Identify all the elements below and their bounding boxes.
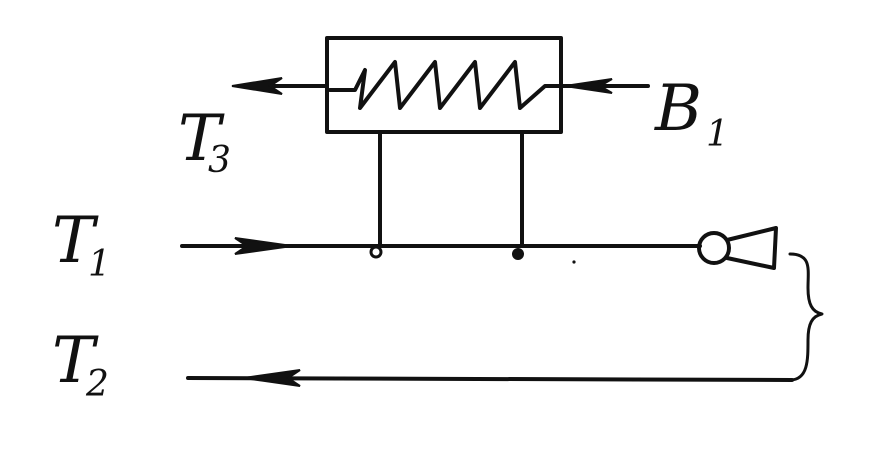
- left-junction-dot: [369, 245, 383, 259]
- t2-label: T: [52, 324, 99, 398]
- consumer-circle: [697, 231, 731, 265]
- right-junction-dot: [512, 248, 524, 260]
- b1-label: B: [654, 72, 702, 146]
- t1-arrowhead: [234, 237, 293, 255]
- t3-label: T: [178, 102, 225, 176]
- t3-subscript: 3: [208, 140, 231, 181]
- ink-speck: [572, 260, 576, 264]
- b1-subscript: 1: [706, 114, 729, 155]
- t2-arrowhead: [243, 369, 301, 387]
- t1-subscript: 1: [88, 244, 111, 285]
- heat-exchanger-coil: [328, 60, 563, 110]
- t3-arrowhead: [231, 77, 283, 95]
- b1-arrowhead: [564, 78, 613, 94]
- return-brace: [788, 252, 824, 382]
- t2-subscript: 2: [85, 364, 109, 405]
- consumer-nozzle: [725, 226, 778, 270]
- t1-label: T: [52, 204, 99, 278]
